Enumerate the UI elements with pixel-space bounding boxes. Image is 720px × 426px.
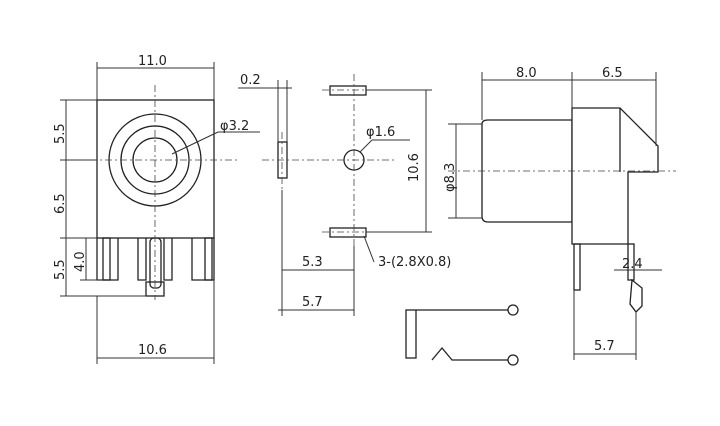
side-pin-tip [629, 278, 643, 313]
dim-pin-length: 4.0 [73, 251, 88, 272]
dim-pad-inner: 5.3 [302, 255, 323, 270]
dim-height-lower: 5.5 [53, 259, 68, 280]
front-pin-right [204, 237, 213, 281]
side-body [571, 107, 659, 245]
side-pin-right [627, 243, 635, 281]
symbol-terminal-top [507, 304, 519, 316]
pad-bottom [329, 227, 367, 238]
dim-width-top: 11.0 [138, 54, 167, 69]
dim-width-bottom: 10.6 [138, 343, 167, 358]
dim-barrel-length: 8.0 [516, 66, 537, 81]
pad-top [329, 85, 367, 96]
dim-pin-span: 5.7 [594, 339, 615, 354]
dim-pad-outer: 5.7 [302, 295, 323, 310]
symbol-sleeve [405, 309, 417, 359]
front-body [96, 99, 215, 239]
front-pin-left [102, 237, 111, 281]
jack-schematic-symbol [405, 304, 519, 366]
dim-bore-diameter: φ3.2 [220, 119, 249, 134]
dim-pin-offset: 2.4 [622, 257, 643, 272]
dim-height-middle: 6.5 [53, 193, 68, 214]
front-view: 11.0 5.5 6.5 5.5 4.0 φ3.2 10.6 [53, 54, 260, 364]
dim-hole-diameter: φ1.6 [366, 125, 395, 140]
dim-pad-offset: 0.2 [240, 73, 261, 88]
dim-barrel-diameter: φ8.3 [443, 163, 458, 192]
front-lower-outline [96, 238, 215, 281]
dim-height-upper: 5.5 [53, 123, 68, 144]
front-pin-center [149, 237, 162, 289]
symbol-terminal-bottom [507, 354, 519, 366]
side-pin-left [573, 243, 581, 291]
side-view: 8.0 6.5 φ8.3 2.4 5.7 [443, 66, 676, 360]
dim-pad-spec: 3-(2.8X0.8) [378, 255, 451, 270]
dim-pad-spacing: 10.6 [407, 153, 422, 182]
dim-body-length: 6.5 [602, 66, 623, 81]
pcb-layout: 0.2 φ1.6 10.6 5.3 5.7 3-(2.8X0.8) [238, 73, 451, 316]
symbol-switch [431, 346, 508, 361]
